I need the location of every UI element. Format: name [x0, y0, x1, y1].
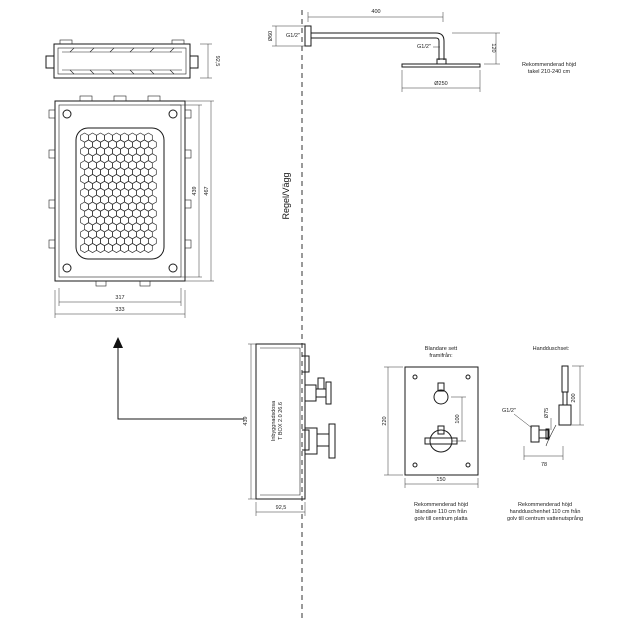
pointer-arrow: [113, 337, 244, 420]
box-label-2: T BOX 2.0 26.6: [278, 402, 284, 440]
hex-cell: [112, 242, 121, 254]
hand-height-note-2: handduschenhet 110 cm från: [510, 508, 581, 515]
box-top-view: 92,5: [45, 39, 220, 79]
dim-head-diameter: Ø250: [434, 81, 447, 87]
mixer-title-2: framifrån:: [429, 352, 453, 359]
dim-mixer-height: 220: [382, 416, 388, 425]
wall-label: Regel/Vägg: [281, 172, 291, 219]
dim-wall-flange: Ø60: [268, 31, 274, 41]
box-front-view: 439 467 317 333: [48, 95, 214, 318]
mixer-height-note-1: Rekommenderad höjd: [414, 502, 468, 508]
dim-hand-diameter: Ø75: [544, 408, 550, 418]
dim-arm-length: 400: [371, 9, 380, 15]
box-side-view: 439 92,5 Inbyggnadsdosa T BOX 2.0 26.6: [243, 343, 336, 516]
mixer-height-note-2: blandare 110 cm från: [415, 508, 467, 515]
dim-front-width-inner: 317: [115, 295, 124, 301]
dim-hand-thread: G1/2": [502, 408, 516, 414]
dim-arm-thread: G1/2": [286, 33, 300, 39]
dim-hand-height: 200: [571, 393, 577, 402]
dim-front-height-inner: 439: [192, 186, 198, 195]
hex-cell: [80, 242, 89, 254]
dim-top-depth: 92,5: [214, 56, 220, 67]
hex-cell: [104, 242, 113, 254]
dim-hand-width: 78: [541, 462, 547, 468]
dim-head-drop: 120: [490, 43, 496, 52]
box-label-1: Inbyggnadsdosa: [271, 400, 277, 441]
hex-cell: [128, 242, 137, 254]
rainhead-height-note-1: Rekommenderad höjd: [522, 62, 576, 68]
mixer-title-1: Blandare sett: [425, 346, 458, 352]
dim-mixer-width: 150: [436, 477, 445, 483]
rainhead-height-note-2: takel 210-240 cm: [528, 69, 571, 75]
dim-front-height-outer: 467: [204, 186, 210, 195]
hand-height-note-3: golv till centrum vattenutsprång: [507, 515, 583, 522]
hex-cell: [120, 242, 129, 254]
dim-side-depth: 92,5: [276, 505, 287, 511]
hex-cell: [96, 242, 105, 254]
dim-mixer-spacing: 100: [455, 414, 461, 423]
mixer-height-note-3: golv till centrum platta: [414, 516, 468, 522]
mixer-front: Blandare sett framifrån: 220 100 150 Rek…: [382, 346, 479, 522]
hand-shower-set: Handduschset: 78 200 Ø75 G1/2" Rekommend…: [502, 346, 584, 522]
dim-head-thread: G1/2": [417, 44, 431, 50]
dim-front-width-outer: 333: [115, 307, 124, 313]
dim-side-height: 439: [243, 416, 249, 425]
hex-cell: [136, 242, 145, 254]
hand-height-note-1: Rekommenderad höjd: [518, 502, 572, 508]
hex-cell: [88, 242, 97, 254]
handshower-title: Handduschset:: [533, 346, 570, 352]
hex-grid: [80, 132, 157, 254]
rain-shower: 400 Ø60 G1/2" G1/2" 120 Ø250 Rekommender…: [268, 9, 576, 92]
hex-cell: [144, 242, 153, 254]
